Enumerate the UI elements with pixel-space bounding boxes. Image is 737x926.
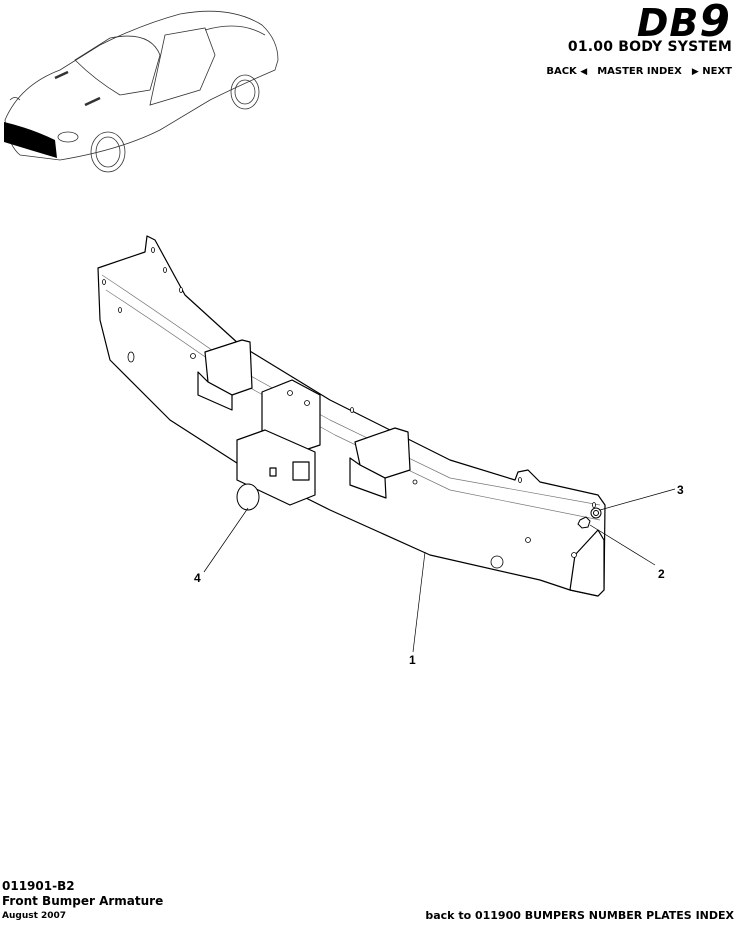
part-title: Front Bumper Armature xyxy=(2,894,164,908)
part-code: 011901-B2 xyxy=(2,879,75,893)
callout-3: 3 xyxy=(677,483,684,497)
back-label: BACK xyxy=(546,66,577,77)
back-to-index-link[interactable]: back to 011900 BUMPERS NUMBER PLATES IND… xyxy=(425,909,734,922)
logo-prefix: DB xyxy=(636,1,700,45)
callout-4: 4 xyxy=(194,571,201,585)
callout-1: 1 xyxy=(409,653,416,667)
back-arrow-icon: ◀ xyxy=(580,67,588,77)
db9-logo: DB9 xyxy=(636,0,731,45)
car-thumbnail xyxy=(4,10,279,173)
next-button[interactable]: ▶ NEXT xyxy=(692,66,732,77)
section-title: 01.00 BODY SYSTEM xyxy=(567,39,732,55)
back-button[interactable]: BACK ◀ xyxy=(546,66,587,77)
navigation-bar: BACK ◀ MASTER INDEX ▶ NEXT xyxy=(546,66,732,77)
next-label: NEXT xyxy=(702,66,732,77)
front-bumper-armature-diagram: 1 2 3 4 xyxy=(97,235,684,667)
callout-2: 2 xyxy=(658,567,665,581)
publication-date: August 2007 xyxy=(2,911,67,921)
next-arrow-icon: ▶ xyxy=(691,67,699,77)
logo-suffix: 9 xyxy=(699,0,731,47)
master-index-button[interactable]: MASTER INDEX xyxy=(597,66,682,77)
